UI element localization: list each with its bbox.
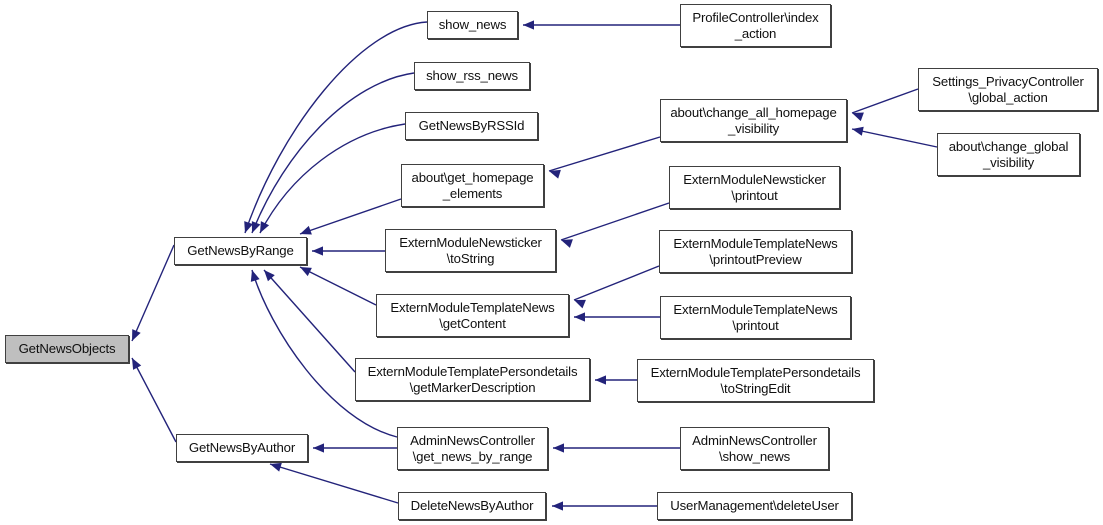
edge-get_news_by_range-to-get_news_objects [131, 244, 175, 342]
node-profilecontroller_index[interactable]: ProfileController\index _action [680, 4, 831, 47]
node-label-persondetails_getmarker: ExternModuleTemplatePersondetails \getMa… [367, 364, 578, 395]
node-delete_news_by_author[interactable]: DeleteNewsByAuthor [398, 492, 546, 520]
arrowhead-templatenews_getcontent-to-get_news_by_range [300, 267, 312, 277]
node-about_change_global[interactable]: about\change_global _visibility [937, 133, 1080, 176]
edge-get_news_by_author-to-get_news_objects [131, 357, 177, 443]
arrowhead-newsticker_printout-to-newsticker_tostring [561, 239, 573, 248]
arrowhead-templatenews_printoutprev-to-templatenews_getcontent [574, 299, 586, 309]
edge-show_news-to-get_news_by_range [244, 21, 428, 234]
node-get_news_by_rssid[interactable]: GetNewsByRSSId [405, 112, 538, 140]
arrowhead-get_news_by_range-to-get_news_objects [132, 329, 141, 341]
node-get_news_by_range[interactable]: GetNewsByRange [174, 237, 307, 265]
node-persondetails_getmarker[interactable]: ExternModuleTemplatePersondetails \getMa… [355, 358, 590, 401]
arrowhead-get_news_by_rssid-to-get_news_by_range [260, 221, 270, 233]
node-label-profilecontroller_index: ProfileController\index _action [692, 10, 819, 41]
arrowhead-newsticker_tostring-to-get_news_by_range [312, 246, 323, 256]
arrowhead-usermanagement_deleteuser-to-delete_news_by_author [552, 501, 563, 511]
arrowhead-admin_show_news-to-admin_get_news_by_range [553, 443, 564, 453]
node-label-show_rss_news: show_rss_news [426, 68, 518, 84]
arrowhead-delete_news_by_author-to-get_news_by_author [270, 462, 282, 472]
node-label-admin_show_news: AdminNewsController \show_news [692, 433, 817, 464]
node-newsticker_printout[interactable]: ExternModuleNewsticker \printout [669, 166, 840, 209]
edge-settings_privacy_global-to-about_change_all [851, 88, 919, 114]
edge-about_change_global-to-about_change_all [851, 128, 938, 148]
node-label-delete_news_by_author: DeleteNewsByAuthor [410, 498, 534, 514]
node-templatenews_getcontent[interactable]: ExternModuleTemplateNews \getContent [376, 294, 569, 337]
node-label-templatenews_printoutprev: ExternModuleTemplateNews \printoutPrevie… [673, 236, 838, 267]
arrowhead-persondetails_tostringedit-to-persondetails_getmarker [595, 375, 606, 385]
arrowhead-profilecontroller_index-to-show_news [523, 20, 534, 30]
arrowhead-about_change_all-to-about_get_homepage [549, 169, 561, 179]
node-usermanagement_deleteuser[interactable]: UserManagement\deleteUser [657, 492, 852, 520]
edge-newsticker_printout-to-newsticker_tostring [560, 202, 670, 241]
arrowhead-about_get_homepage-to-get_news_by_range [300, 225, 312, 235]
arrowhead-get_news_by_author-to-get_news_objects [132, 358, 142, 370]
node-label-templatenews_getcontent: ExternModuleTemplateNews \getContent [390, 300, 555, 331]
node-persondetails_tostringedit[interactable]: ExternModuleTemplatePersondetails \toStr… [637, 359, 874, 402]
node-newsticker_tostring[interactable]: ExternModuleNewsticker \toString [385, 229, 556, 272]
node-about_change_all[interactable]: about\change_all_homepage _visibility [660, 99, 847, 142]
arrowhead-show_rss_news-to-get_news_by_range [251, 221, 261, 233]
node-get_news_by_author[interactable]: GetNewsByAuthor [176, 434, 308, 462]
arrowhead-settings_privacy_global-to-about_change_all [852, 112, 864, 122]
arrowhead-admin_get_news_by_range-to-get_news_by_author [313, 443, 324, 453]
node-label-get_news_by_range: GetNewsByRange [187, 243, 294, 259]
node-templatenews_printout[interactable]: ExternModuleTemplateNews \printout [660, 296, 851, 339]
edge-persondetails_getmarker-to-get_news_by_range [263, 269, 356, 373]
arrowhead-show_news-to-get_news_by_range [244, 221, 253, 233]
node-label-newsticker_printout: ExternModuleNewsticker \printout [683, 172, 826, 203]
edge-delete_news_by_author-to-get_news_by_author [269, 463, 399, 504]
edge-get_news_by_rssid-to-get_news_by_range [259, 123, 406, 234]
node-show_rss_news[interactable]: show_rss_news [414, 62, 530, 90]
node-admin_get_news_by_range[interactable]: AdminNewsController \get_news_by_range [397, 427, 548, 470]
edge-templatenews_getcontent-to-get_news_by_range [299, 266, 377, 306]
node-label-newsticker_tostring: ExternModuleNewsticker \toString [399, 235, 542, 266]
node-label-get_news_objects: GetNewsObjects [18, 341, 116, 357]
arrowhead-about_change_global-to-about_change_all [852, 126, 864, 136]
node-label-admin_get_news_by_range: AdminNewsController \get_news_by_range [410, 433, 535, 464]
arrowhead-templatenews_printout-to-templatenews_getcontent [574, 312, 585, 322]
node-label-settings_privacy_global: Settings_PrivacyController \global_actio… [932, 74, 1084, 105]
edge-templatenews_printoutprev-to-templatenews_getcontent [573, 265, 660, 301]
node-templatenews_printoutprev[interactable]: ExternModuleTemplateNews \printoutPrevie… [659, 230, 852, 273]
node-admin_show_news[interactable]: AdminNewsController \show_news [680, 427, 829, 470]
edge-show_rss_news-to-get_news_by_range [251, 72, 415, 234]
node-label-about_get_homepage: about\get_homepage _elements [411, 170, 534, 201]
node-label-about_change_all: about\change_all_homepage _visibility [670, 105, 837, 136]
node-label-persondetails_tostringedit: ExternModuleTemplatePersondetails \toStr… [650, 365, 861, 396]
node-label-get_news_by_author: GetNewsByAuthor [188, 440, 296, 456]
node-show_news[interactable]: show_news [427, 11, 518, 39]
arrowhead-persondetails_getmarker-to-get_news_by_range [264, 270, 275, 282]
node-get_news_objects[interactable]: GetNewsObjects [5, 335, 129, 363]
node-about_get_homepage[interactable]: about\get_homepage _elements [401, 164, 544, 207]
edge-about_change_all-to-about_get_homepage [548, 136, 661, 172]
node-label-get_news_by_rssid: GetNewsByRSSId [418, 118, 525, 134]
arrowhead-admin_get_news_by_range-to-get_news_by_range [250, 270, 260, 282]
node-label-show_news: show_news [438, 17, 507, 33]
node-label-templatenews_printout: ExternModuleTemplateNews \printout [673, 302, 838, 333]
node-label-usermanagement_deleteuser: UserManagement\deleteUser [670, 498, 839, 514]
node-settings_privacy_global[interactable]: Settings_PrivacyController \global_actio… [918, 68, 1098, 111]
node-label-about_change_global: about\change_global _visibility [948, 139, 1069, 170]
